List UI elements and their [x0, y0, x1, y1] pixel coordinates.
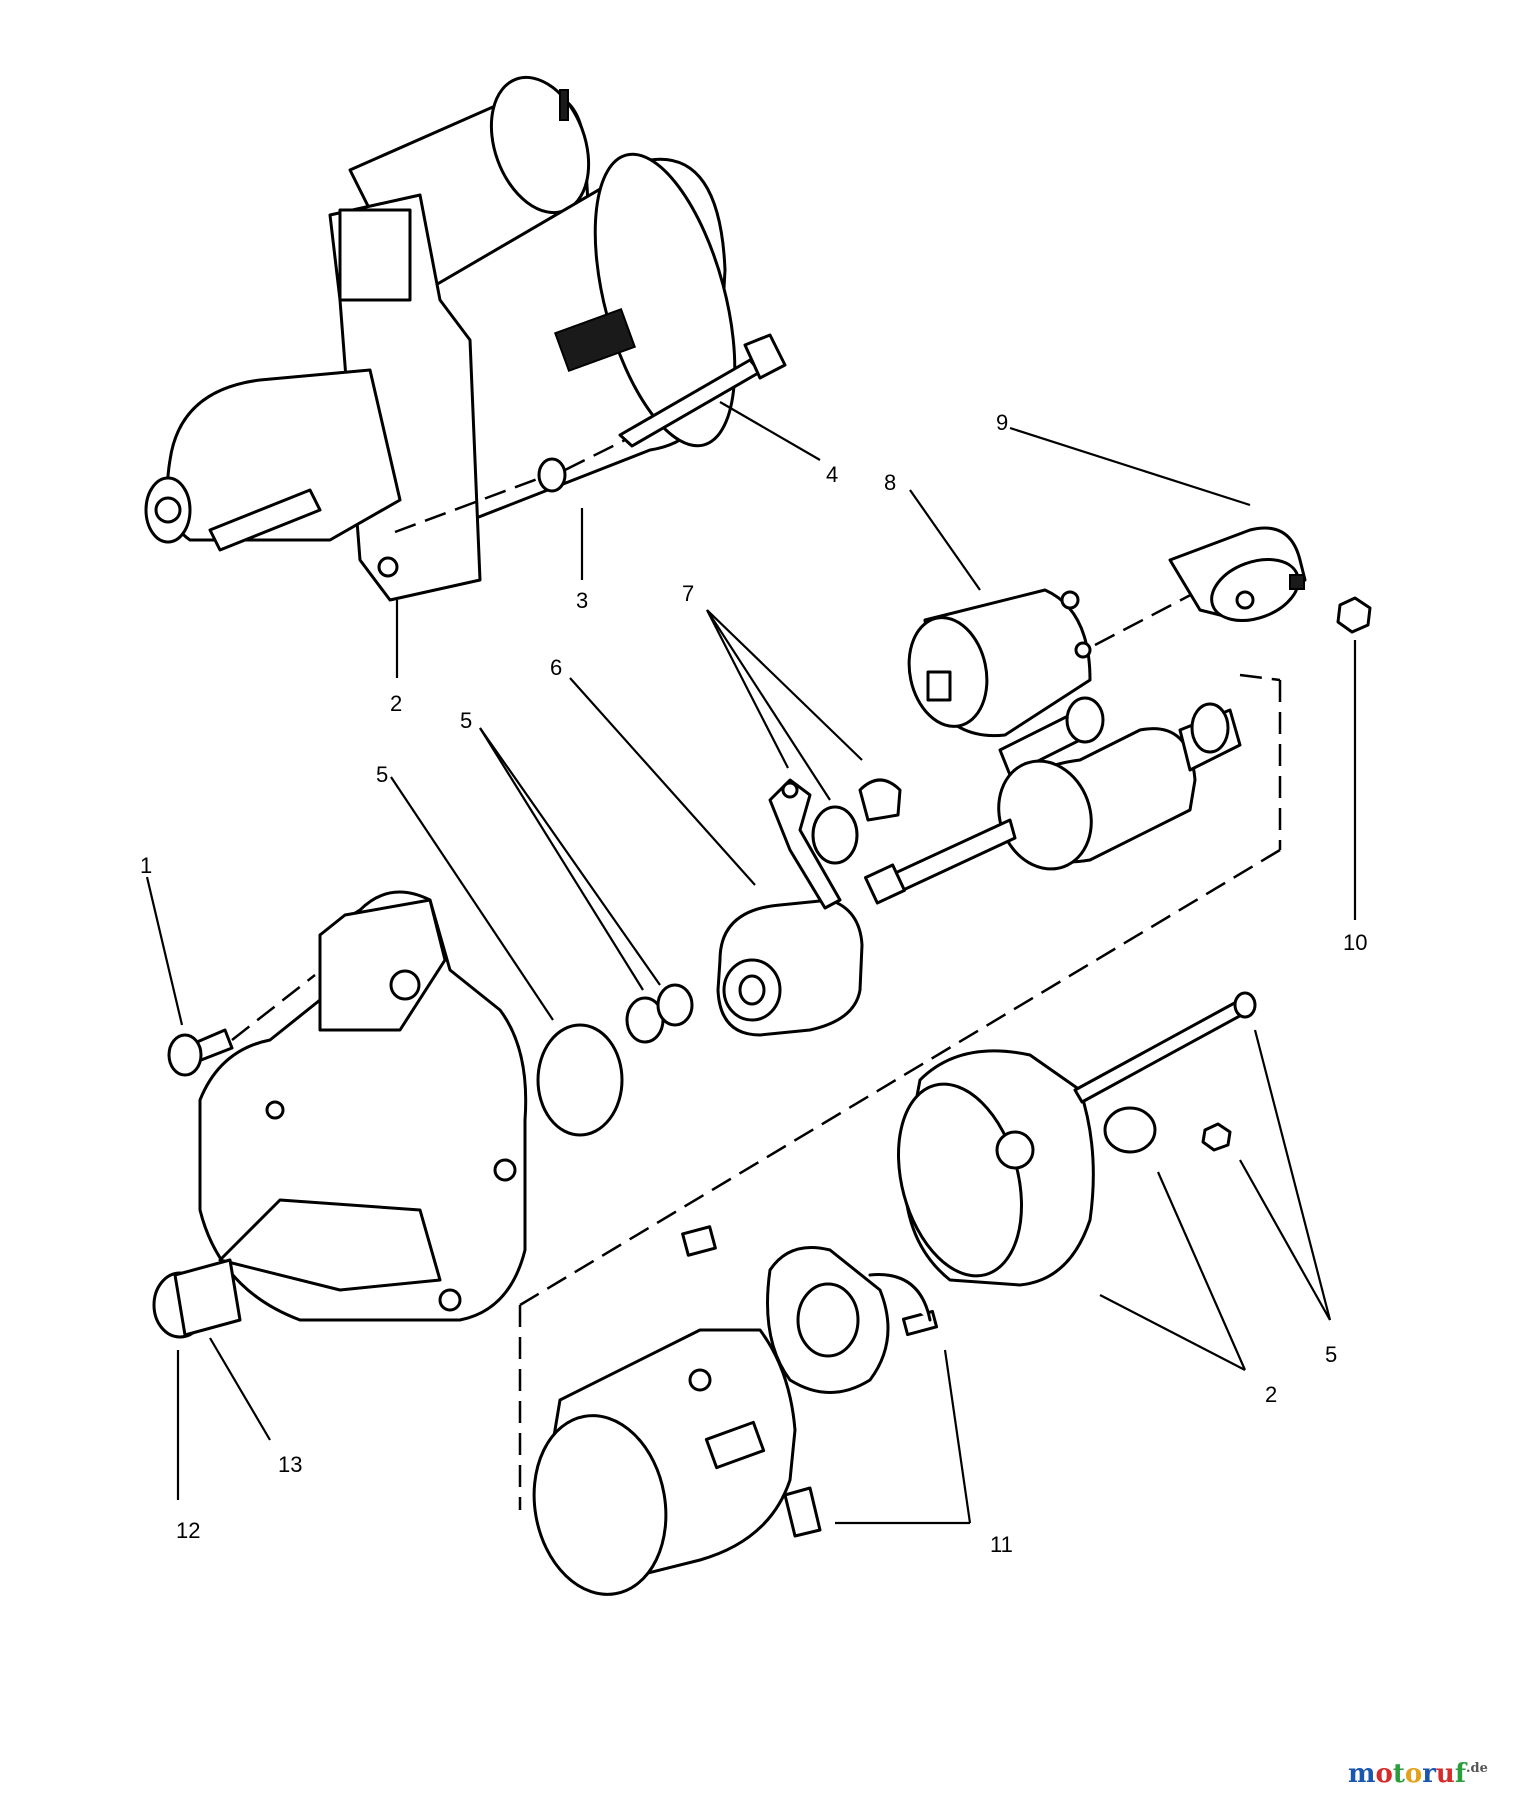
shift-lever-part-7	[768, 778, 902, 910]
callout-1: 1	[140, 853, 152, 878]
callout-5-right: 5	[1325, 1342, 1337, 1367]
field-frame-part-2	[897, 1049, 1095, 1287]
washer-part-3	[537, 457, 567, 493]
bushing-part-2	[1103, 1106, 1157, 1154]
brush-part-11	[783, 1486, 822, 1538]
wm-letter: f	[1455, 1759, 1468, 1789]
callout-12: 12	[176, 1518, 200, 1543]
callout-10: 10	[1343, 930, 1367, 955]
starter-motor-assembly	[144, 75, 737, 602]
callout-8: 8	[884, 470, 896, 495]
commutator-end-frame	[532, 1328, 797, 1596]
tie-rod-part-5	[1073, 991, 1257, 1104]
leader-lines	[145, 401, 1357, 1525]
through-bolt-part-4	[618, 333, 787, 448]
wm-letter: o	[1405, 1759, 1422, 1789]
terminal-clip	[681, 1225, 717, 1257]
callout-2-bottom: 2	[1265, 1382, 1277, 1407]
solenoid-part-8	[907, 588, 1092, 738]
svg-text:motoruf.de: motoruf.de	[1348, 1759, 1488, 1789]
callout-4: 4	[826, 462, 838, 487]
callout-5-mid: 5	[460, 708, 472, 733]
drive-pinion-part-6	[716, 898, 864, 1037]
stop-ring-part-5	[656, 983, 694, 1027]
wm-suffix: .de	[1466, 1761, 1488, 1776]
callout-9: 9	[996, 410, 1008, 435]
cover-part-9	[1168, 526, 1307, 622]
wm-letter: u	[1436, 1759, 1455, 1789]
small-nut-part-5	[1201, 1122, 1232, 1152]
wm-letter: m	[1348, 1759, 1376, 1789]
callouts: 1 2 3 4 5 5 6 7 8 9 10 11 12 13 2 5	[140, 410, 1367, 1557]
drive-end-housing	[152, 890, 528, 1339]
callout-2-top: 2	[390, 691, 402, 716]
callout-7: 7	[682, 581, 694, 606]
wm-letter: r	[1422, 1759, 1436, 1789]
brush-holder-part-11	[766, 1246, 939, 1394]
callout-3: 3	[576, 588, 588, 613]
callout-5-left: 5	[376, 762, 388, 787]
wm-letter: t	[1393, 1759, 1405, 1789]
motoruf-watermark-logo: motoruf.de	[1348, 1759, 1488, 1789]
armature	[863, 696, 1242, 905]
bolt-part-1	[167, 1028, 234, 1077]
callout-11: 11	[990, 1532, 1013, 1557]
callout-6: 6	[550, 655, 562, 680]
wm-letter: o	[1376, 1759, 1393, 1789]
seal-ring-part-5	[536, 1023, 624, 1137]
callout-13: 13	[278, 1452, 302, 1477]
nut-part-10	[1336, 596, 1372, 634]
